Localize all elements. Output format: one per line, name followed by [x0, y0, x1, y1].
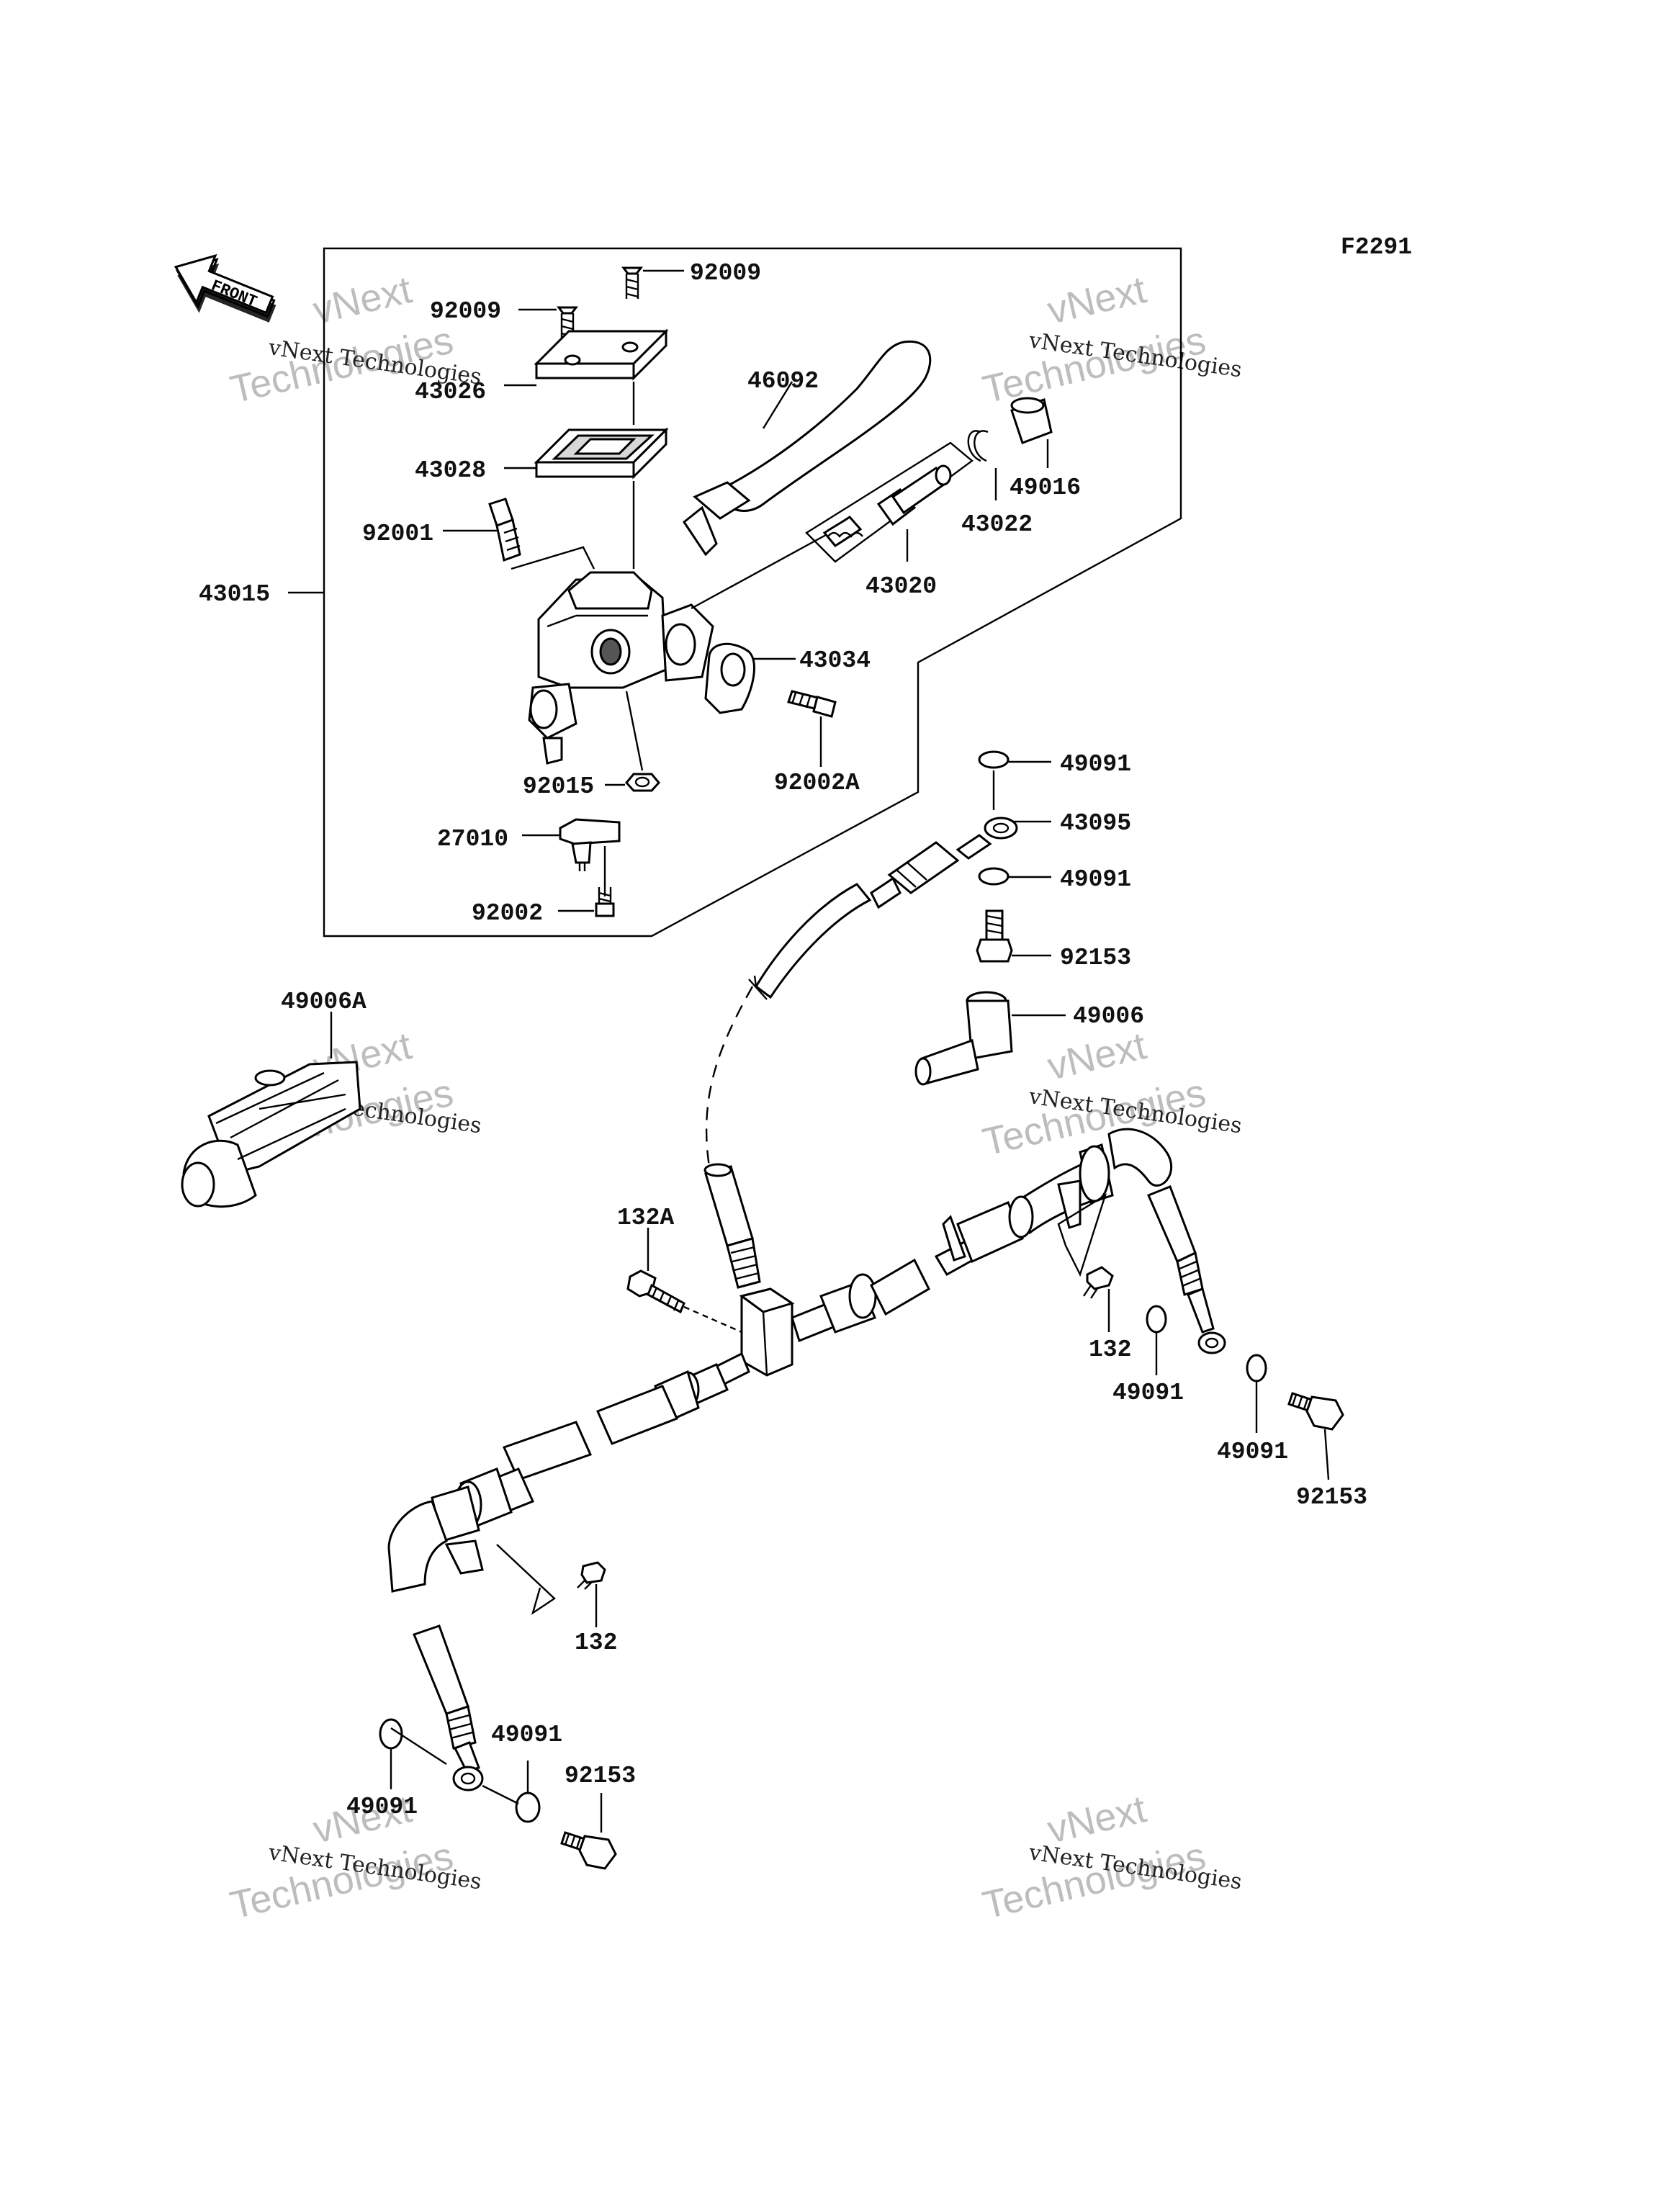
bolt-92001 — [443, 498, 521, 562]
diagram-code: F2291 — [1341, 234, 1412, 261]
label-49006A: 49006A — [281, 989, 367, 1015]
brake-lever-46092 — [682, 340, 932, 557]
label-49091-top: 49091 — [1060, 751, 1131, 778]
label-49091-left-a: 49091 — [346, 1794, 418, 1820]
label-92002A: 92002A — [774, 770, 860, 796]
boot-assembly-49006A — [181, 1012, 361, 1208]
cap-49006 — [914, 991, 1066, 1086]
screw-92009-a — [621, 266, 684, 299]
label-92153-right: 92153 — [1296, 1484, 1367, 1511]
hose-upper — [705, 817, 1018, 1167]
boot-49016 — [1010, 397, 1053, 468]
washer-49091-d — [1246, 1354, 1267, 1433]
label-43028: 43028 — [415, 457, 486, 484]
reservoir-cap-43026 — [504, 328, 669, 387]
svg-text:vNext: vNext — [1043, 1787, 1150, 1852]
label-43022: 43022 — [961, 511, 1033, 538]
diaphragm-43028 — [504, 427, 669, 480]
master-cylinder-body — [528, 571, 714, 765]
label-49091-second: 49091 — [1060, 866, 1131, 893]
label-92001: 92001 — [362, 521, 433, 547]
hose-vertical-to-junction — [703, 1163, 761, 1289]
bolt-92002A — [787, 690, 837, 767]
label-92009-top: 92009 — [690, 260, 761, 287]
label-49091-right-b: 49091 — [1217, 1439, 1288, 1465]
junction-block — [739, 1287, 795, 1377]
label-92153-top: 92153 — [1060, 945, 1131, 971]
bolt-132-left — [577, 1561, 606, 1627]
svg-text:vNext: vNext — [309, 268, 415, 333]
banjo-bolt-92153-c — [560, 1793, 617, 1870]
label-27010: 27010 — [437, 826, 508, 853]
clamp-43034 — [704, 642, 796, 714]
washer-49091-e — [379, 1718, 447, 1789]
label-132-left: 132 — [575, 1629, 617, 1656]
label-92009-left: 92009 — [430, 298, 501, 325]
front-arrow-icon: FRONT — [174, 253, 276, 323]
banjo-bolt-92153-a — [976, 909, 1051, 963]
label-43015: 43015 — [199, 581, 270, 608]
watermark-top-right: vNext Technologies vNext Technologies — [979, 268, 1244, 412]
screw-92009-b — [518, 306, 578, 338]
label-43095: 43095 — [1060, 810, 1131, 837]
washer-49091-f — [482, 1761, 541, 1823]
washer-49091-c — [1146, 1305, 1167, 1375]
svg-text:vNext: vNext — [1043, 268, 1150, 333]
label-92002: 92002 — [472, 900, 543, 927]
assembly-outline — [323, 247, 1182, 938]
screw-92002 — [558, 887, 615, 917]
label-92015: 92015 — [523, 773, 594, 800]
label-43026: 43026 — [415, 379, 486, 405]
washer-49091-b — [978, 867, 1051, 886]
nut-92015 — [605, 691, 660, 792]
label-49091-right-a: 49091 — [1112, 1380, 1184, 1406]
label-49006: 49006 — [1073, 1003, 1144, 1030]
circlip-43022 — [967, 430, 997, 500]
piston-kit-43020 — [805, 441, 974, 563]
label-43020: 43020 — [866, 573, 937, 600]
washer-49091-a — [978, 750, 1051, 810]
bolt-132-right — [1083, 1266, 1114, 1332]
brake-switch-27010 — [522, 818, 621, 896]
label-49091-left-b: 49091 — [491, 1722, 562, 1748]
svg-text:vNext: vNext — [1043, 1024, 1150, 1089]
label-92153-left: 92153 — [565, 1763, 636, 1789]
banjo-bolt-92153-b — [1287, 1392, 1344, 1480]
bolt-132A — [626, 1228, 742, 1334]
label-46092: 46092 — [747, 368, 819, 395]
label-49016: 49016 — [1010, 475, 1081, 501]
hose-left-branch — [387, 1352, 750, 1791]
label-132A: 132A — [617, 1205, 674, 1231]
label-43034: 43034 — [799, 647, 871, 674]
watermark-bottom-right: vNext Technologies vNext Technologies — [979, 1787, 1244, 1928]
label-132-right: 132 — [1089, 1336, 1131, 1363]
hose-right-branch — [791, 1128, 1226, 1354]
